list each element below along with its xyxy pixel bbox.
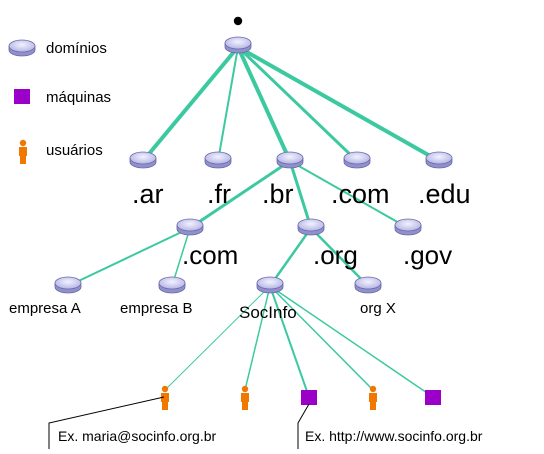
- br-gov-domain-icon: [394, 218, 422, 236]
- tld-label: .com: [331, 179, 390, 209]
- tld-label: .ar: [132, 179, 164, 209]
- root-domain-icon: [224, 36, 252, 54]
- tld-label: .edu: [418, 179, 471, 209]
- edge-br-org: [288, 160, 313, 229]
- edge-soc-user1: [164, 285, 271, 391]
- edge-root-br: [236, 46, 292, 162]
- edu-domain-icon: [425, 151, 453, 169]
- subdomain-label: .gov: [403, 240, 452, 270]
- edge-br-com: [189, 159, 291, 230]
- domain-legend-icon: [8, 39, 36, 57]
- machine-example-leader: [297, 403, 310, 449]
- example-callouts: Ex. maria@socinfo.org.br Ex. http://www.…: [48, 396, 483, 449]
- company-label: empresa A: [9, 300, 81, 317]
- edge-root-fr: [217, 46, 239, 162]
- machine-example-text: Ex. http://www.socinfo.org.br: [305, 428, 483, 444]
- org-label: SocInfo: [239, 303, 297, 322]
- legend-users-label: usuários: [46, 142, 103, 159]
- subdomain-label: .org: [313, 240, 358, 270]
- edge-root-com: [236, 45, 359, 163]
- user-icon: [369, 385, 377, 410]
- third-level-labels: empresa A empresa B SocInfo org X: [9, 300, 396, 322]
- socinfo-domain-icon: [256, 276, 284, 294]
- edge-soc-user3: [269, 285, 374, 391]
- org-x-domain-icon: [354, 276, 382, 294]
- edge-root-ar: [141, 45, 240, 163]
- machine-icon: [301, 390, 317, 405]
- br-domain-icon: [276, 151, 304, 169]
- edge-soc-user2: [244, 285, 271, 391]
- domain-nodes: [54, 36, 453, 294]
- edge-com-empresaA: [67, 227, 191, 287]
- company-label: empresa B: [120, 300, 193, 317]
- empresa-b-domain-icon: [158, 276, 186, 294]
- edge-org-socinfo: [268, 227, 313, 287]
- com-domain-icon: [343, 151, 371, 169]
- edge-root-edu: [237, 45, 440, 163]
- tree-edges: [67, 45, 440, 398]
- legend: domínios máquinas usuários: [8, 39, 111, 164]
- br-subdomain-labels: .com .org .gov: [182, 240, 452, 270]
- edge-org-orgx: [310, 227, 369, 287]
- user-icon: [241, 385, 249, 410]
- user-legend-icon: [19, 139, 27, 164]
- br-com-domain-icon: [176, 218, 204, 236]
- legend-domains-label: domínios: [46, 40, 107, 57]
- edge-com-empresaB: [171, 227, 191, 287]
- edge-soc-machine2: [269, 285, 434, 398]
- edge-br-gov: [289, 160, 409, 229]
- root-dot: [233, 16, 243, 26]
- org-label: org X: [360, 300, 396, 317]
- br-org-domain-icon: [297, 218, 325, 236]
- machine-icon: [425, 390, 441, 405]
- fr-domain-icon: [204, 151, 232, 169]
- edge-soc-machine1: [269, 285, 310, 398]
- user-example-leader: [48, 396, 165, 449]
- tld-label: .br: [262, 179, 294, 209]
- tld-label: .fr: [207, 179, 231, 209]
- ar-domain-icon: [129, 151, 157, 169]
- subdomain-label: .com: [182, 240, 238, 270]
- legend-machines-label: máquinas: [46, 89, 111, 106]
- user-example-text: Ex. maria@socinfo.org.br: [58, 428, 216, 444]
- tld-labels: .ar .fr .br .com .edu: [132, 179, 471, 209]
- empresa-a-domain-icon: [54, 276, 82, 294]
- machine-legend-icon: [14, 89, 30, 104]
- leaf-nodes: [161, 385, 441, 410]
